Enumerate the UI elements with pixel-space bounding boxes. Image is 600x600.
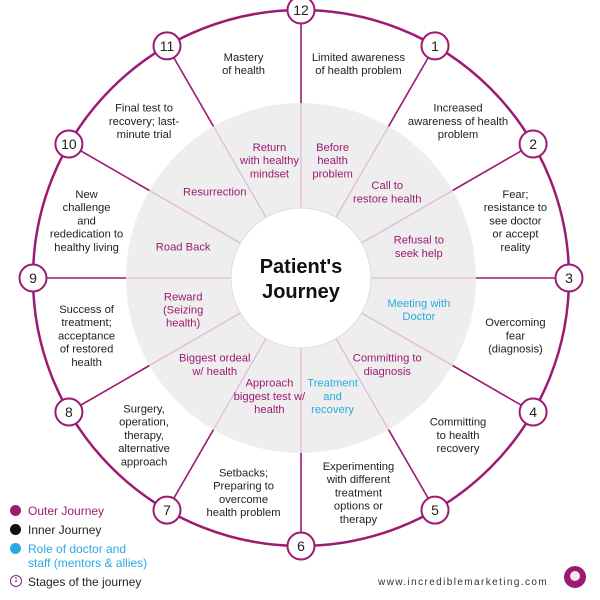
stage-badge-number: 10: [61, 136, 77, 152]
stage-badge-number: 3: [565, 270, 573, 286]
center-hub-circle: [230, 207, 372, 349]
inner-divider: [149, 189, 241, 244]
stage-badge-7: 7: [152, 495, 182, 525]
sector-divider: [387, 429, 436, 511]
legend-item: Role of doctor and staff (mentors & alli…: [8, 542, 208, 570]
stage-badge-10: 10: [54, 129, 84, 159]
inner-divider: [361, 189, 453, 244]
legend-item: Outer Journey: [8, 504, 208, 518]
stage-badge-circle: [420, 31, 450, 61]
stage-badge-1: 1: [420, 31, 450, 61]
inner-divider: [335, 126, 390, 218]
stage-badge-circle: [518, 397, 548, 427]
inner-divider: [335, 338, 390, 430]
stage-badge-circle: [54, 129, 84, 159]
stage-badge-circle: [554, 263, 584, 293]
inner-divider: [212, 126, 267, 218]
footer-url: www.incrediblemarketing.com: [378, 577, 549, 588]
legend-dot-icon: [10, 524, 21, 535]
legend-item: Inner Journey: [8, 523, 208, 537]
stage-badge-number: 6: [297, 538, 305, 554]
stage-badge-circle: [152, 495, 182, 525]
sector-divider: [387, 45, 436, 127]
sector-divider: [452, 364, 534, 413]
inner-divider: [212, 338, 267, 430]
stage-badge-number: 9: [29, 270, 37, 286]
legend-dot-icon: [10, 505, 21, 516]
stage-badge-circle: [152, 31, 182, 61]
inner-label-11: Resurrection: [183, 187, 246, 199]
sector-divider: [68, 364, 150, 413]
stage-badge-number: 8: [65, 404, 73, 420]
legend-item: 1 Stages of the journey: [8, 575, 208, 589]
stage-badge-4: 4: [518, 397, 548, 427]
stage-badge-11: 11: [152, 31, 182, 61]
stage-badge-number: 7: [163, 502, 171, 518]
stage-badge-number: 11: [160, 38, 175, 54]
stage-marker-icon: 1: [10, 575, 22, 587]
stage-badge-circle: [286, 531, 316, 561]
legend-label: Stages of the journey: [28, 575, 142, 589]
inner-divider: [361, 312, 453, 367]
stage-badge-number: 2: [529, 136, 537, 152]
sector-divider: [166, 45, 215, 127]
legend-label: Role of doctor and staff (mentors & alli…: [28, 542, 148, 570]
stage-badge-circle: [286, 0, 316, 25]
stage-badge-5: 5: [420, 495, 450, 525]
stage-badge-number: 1: [431, 38, 439, 54]
stage-badge-circle: [54, 397, 84, 427]
legend-dot-icon: [10, 543, 21, 554]
sector-divider: [166, 429, 215, 511]
legend-label: Outer Journey: [28, 504, 105, 518]
stage-badge-12: 12: [286, 0, 316, 25]
stage-badge-circle: [18, 263, 48, 293]
stage-badge-9: 9: [18, 263, 48, 293]
stage-badge-6: 6: [286, 531, 316, 561]
legend-label: Inner Journey: [28, 523, 102, 537]
sector-divider: [452, 143, 534, 192]
stage-badge-number: 12: [293, 2, 309, 18]
stage-badge-circle: [518, 129, 548, 159]
stage-badge-number: 4: [529, 404, 537, 420]
stage-badge-3: 3: [554, 263, 584, 293]
stage-badge-circle: [420, 495, 450, 525]
brand-logo-icon: [564, 566, 586, 588]
stage-badge-8: 8: [54, 397, 84, 427]
inner-divider: [149, 312, 241, 367]
stage-badge-2: 2: [518, 129, 548, 159]
inner-label-10: Road Back: [156, 241, 211, 253]
sector-divider: [68, 143, 150, 192]
stage-badge-number: 5: [431, 502, 439, 518]
